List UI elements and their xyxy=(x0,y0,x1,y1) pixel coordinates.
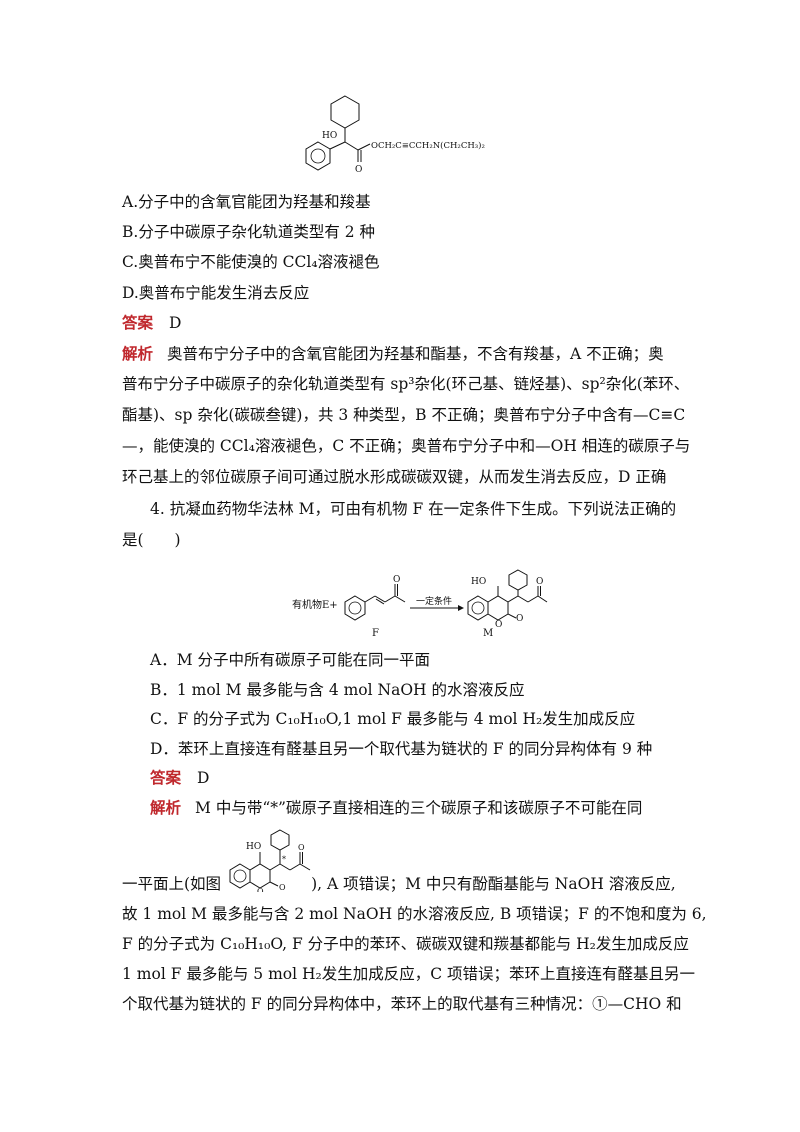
q4-option-d: D．苯环上直接连有醛基且另一个取代基为链状的 F 的同分异构体有 9 种 xyxy=(150,740,653,758)
oxybutynin-structure: HO O OCH₂C≡CCH₂N(CH₂CH₃)₂ xyxy=(290,92,520,182)
m-label: M xyxy=(483,628,493,639)
reactant-label: 有机物E+ xyxy=(292,598,338,611)
q4-analysis-line-5: 1 mol F 最多能与 5 mol H₂发生加成反应，C 项错误；苯环上直接连… xyxy=(122,965,696,983)
f-o-label: O xyxy=(393,575,400,585)
m-ketone-o-label: O xyxy=(536,577,543,587)
carbonyl-o-label: O xyxy=(355,165,362,175)
q4-analysis-line-1: 解析 M 中与带“*”碳原子直接相连的三个碳原子和该碳原子不可能在同 xyxy=(150,798,710,818)
answer-value: D xyxy=(197,769,210,787)
answer-label: 答案 xyxy=(150,768,182,787)
analysis-text: M 中与带“*”碳原子直接相连的三个碳原子和该碳原子不可能在同 xyxy=(195,799,643,817)
inline-star-mark: * xyxy=(282,855,286,864)
reaction-scheme: 有机物E+ O F 一定条件 xyxy=(292,566,552,642)
q3-analysis-line-2: 普布宁分子中碳原子的杂化轨道类型有 sp³杂化(环己基、链烃基)、sp²杂化(苯… xyxy=(122,375,690,393)
inline-ketone-o-label: O xyxy=(298,843,305,852)
q3-analysis-line-1: 解析奥普布宁分子中的含氧官能团为羟基和酯基，不含有羧基，A 不正确；奥 xyxy=(122,344,682,364)
q4-analysis-line-2: 一平面上(如图 ), A 项错误；M 中只有酚酯基能与 NaOH 溶液反应, xyxy=(122,874,682,894)
q3-answer: 答案 D xyxy=(122,313,682,333)
q4-option-a: A．M 分子中所有碳原子可能在同一平面 xyxy=(150,651,430,669)
line-suffix: ), A 项错误；M 中只有酚酯基能与 NaOH 溶液反应, xyxy=(311,875,676,893)
q4-option-c: C．F 的分子式为 C₁₀H₁₀O,1 mol F 最多能与 4 mol H₂发… xyxy=(150,710,636,728)
q4-analysis-line-6: 个取代基为链状的 F 的同分异构体中，苯环上的取代基有三种情况：①—CHO 和 xyxy=(122,995,682,1013)
arrow-label: 一定条件 xyxy=(416,595,452,607)
m-ring-o-label: O xyxy=(495,620,502,630)
q4-analysis-line-4: F 的分子式为 C₁₀H₁₀O, F 分子中的苯环、碳碳双键和羰基都能与 H₂发… xyxy=(122,935,689,953)
analysis-label: 解析 xyxy=(150,798,182,817)
q4-answer: 答案 D xyxy=(150,768,710,788)
analysis-text: 奥普布宁分子中的含氧官能团为羟基和酯基，不含有羧基，A 不正确；奥 xyxy=(167,345,664,363)
analysis-label: 解析 xyxy=(122,344,154,363)
inline-ho-label: HO xyxy=(246,842,261,852)
q3-option-c: C.奥普布宁不能使溴的 CCl₄溶液褪色 xyxy=(122,253,380,271)
ho-label: HO xyxy=(322,131,337,141)
q4-analysis-line-3: 故 1 mol M 最多能与含 2 mol NaOH 的水溶液反应, B 项错误… xyxy=(122,905,707,923)
f-label: F xyxy=(372,628,379,639)
m-carbonyl-o-label: O xyxy=(516,614,523,624)
inline-carbonyl-o-label: O xyxy=(279,883,286,892)
q3-analysis-line-3: 酯基)、sp 杂化(碳碳叁键)，共 3 种类型，B 不正确；奥普布宁分子中含有—… xyxy=(122,406,686,424)
answer-label: 答案 xyxy=(122,313,154,332)
m-ho-label: HO xyxy=(471,577,486,587)
q3-option-b: B.分子中碳原子杂化轨道类型有 2 种 xyxy=(122,223,376,241)
answer-value: D xyxy=(169,314,182,332)
inline-ring-o-label: O xyxy=(257,887,264,892)
q3-analysis-line-4: —，能使溴的 CCl₄溶液褪色，C 不正确；奥普布宁分子中和—OH 相连的碳原子… xyxy=(122,437,691,455)
q4-option-b: B．1 mol M 最多能与含 4 mol NaOH 的水溶液反应 xyxy=(150,681,525,699)
q4-stem-line-1: 4. 抗凝血药物华法林 M，可由有机物 F 在一定条件下生成。下列说法正确的 xyxy=(150,500,677,518)
q3-option-a: A.分子中的含氧官能团为羟基和羧基 xyxy=(122,193,371,211)
inline-warfarin-figure: HO O O O * xyxy=(226,822,318,892)
chain-label: OCH₂C≡CCH₂N(CH₂CH₃)₂ xyxy=(371,140,485,151)
q3-option-d: D.奥普布宁能发生消去反应 xyxy=(122,284,310,302)
q3-analysis-line-5: 环己基上的邻位碳原子间可通过脱水形成碳碳双键，从而发生消去反应，D 正确 xyxy=(122,468,667,486)
q4-stem-line-2: 是( ) xyxy=(122,531,181,549)
line-prefix: 一平面上(如图 xyxy=(122,875,222,893)
